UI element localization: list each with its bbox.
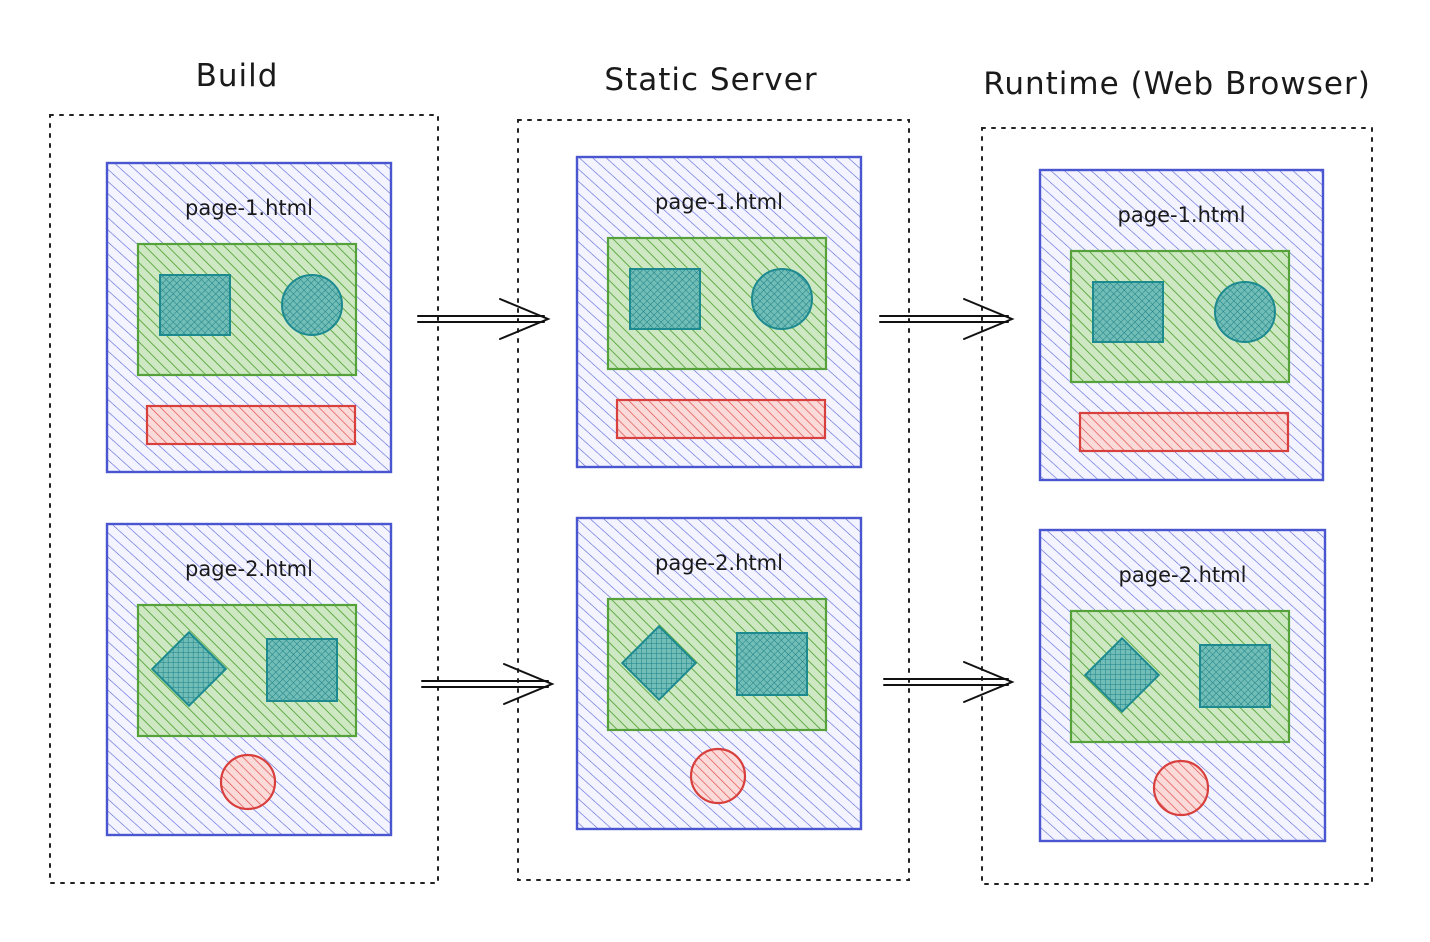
- diamond-shape: [150, 630, 228, 708]
- stage-box-build: [49, 114, 439, 884]
- stage-title-static-server: Static Server: [604, 62, 818, 98]
- accent-circle: [219, 753, 277, 811]
- square-shape: [266, 638, 338, 702]
- circle-shape: [1214, 281, 1276, 343]
- page-label: page-1.html: [655, 190, 783, 214]
- stage-box-runtime-web-browser: [981, 127, 1373, 885]
- page-label: page-2.html: [185, 557, 313, 581]
- stage-box-static-server: [517, 119, 910, 881]
- stage-title-build: Build: [195, 58, 279, 94]
- stage-title-runtime-web-browser: Runtime (Web Browser): [983, 66, 1371, 102]
- circle-shape: [751, 268, 813, 330]
- page-card-runtime-web-browser-2: [1038, 528, 1327, 843]
- page-card-static-server-1: [575, 155, 863, 469]
- arrow-server-to-runtime-page-2: [883, 661, 1015, 703]
- arrow-build-to-server-page-2: [421, 663, 555, 705]
- page-label: page-1.html: [1117, 203, 1246, 227]
- page-label: page-2.html: [1118, 563, 1247, 587]
- square-shape: [629, 268, 701, 330]
- accent-bar: [615, 398, 827, 440]
- page-label: page-1.html: [185, 196, 313, 220]
- accent-circle: [689, 747, 747, 805]
- diamond-shape: [1083, 636, 1161, 714]
- arrow-build-to-server-page-1: [417, 298, 551, 340]
- diamond-shape: [620, 624, 698, 702]
- accent-bar: [1078, 411, 1290, 453]
- arrow-server-to-runtime-page-1: [879, 298, 1015, 340]
- accent-bar: [145, 404, 357, 446]
- square-shape: [736, 632, 808, 696]
- page-card-build-1: [105, 161, 393, 474]
- page-card-static-server-2: [575, 516, 863, 831]
- page-card-runtime-web-browser-1: [1038, 168, 1325, 482]
- square-shape: [1092, 281, 1164, 343]
- square-shape: [1199, 644, 1271, 708]
- square-shape: [159, 274, 231, 336]
- accent-circle: [1152, 759, 1210, 817]
- page-card-build-2: [105, 522, 393, 837]
- page-label: page-2.html: [655, 551, 783, 575]
- circle-shape: [281, 274, 343, 336]
